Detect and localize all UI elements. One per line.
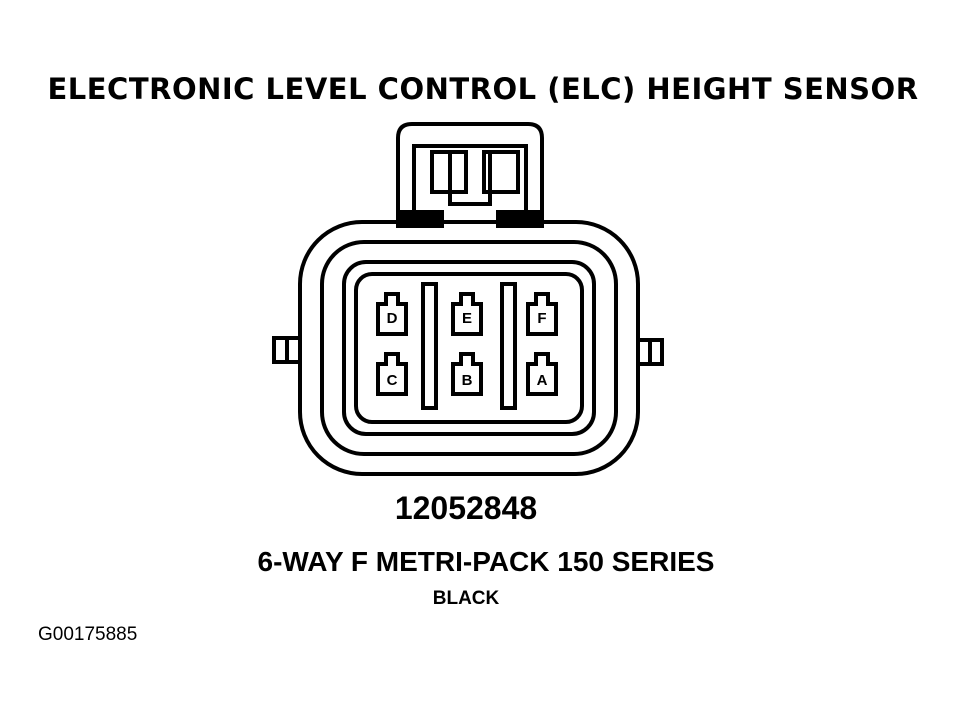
pin-label-e: E: [462, 310, 472, 327]
pin-label-f: F: [537, 310, 546, 327]
pin-cavity-d: [376, 292, 408, 336]
separator-rib-left: [421, 282, 438, 410]
diagram-title: ELECTRONIC LEVEL CONTROL (ELC) HEIGHT SE…: [47, 72, 919, 106]
pin-cavity-a: [526, 352, 558, 396]
figure-id: G00175885: [38, 624, 138, 645]
side-ear-left: [272, 336, 302, 364]
pin-label-b: B: [462, 372, 473, 389]
pin-label-d: D: [387, 310, 398, 327]
connector-series: 6-WAY F METRI-PACK 150 SERIES: [257, 546, 715, 577]
locking-tab: [396, 122, 544, 228]
pin-cavity-c: [376, 352, 408, 396]
pin-cavity-e: [451, 292, 483, 336]
pin-label-c: C: [387, 372, 398, 389]
part-number: 12052848: [394, 490, 538, 526]
pin-label-a: A: [537, 372, 548, 389]
pin-cavity-b: [451, 352, 483, 396]
separator-rib-right: [500, 282, 517, 410]
connector-housing: [298, 220, 640, 476]
pin-cavity-f: [526, 292, 558, 336]
connector-color: BLACK: [432, 588, 500, 609]
side-ear-right: [636, 338, 664, 366]
